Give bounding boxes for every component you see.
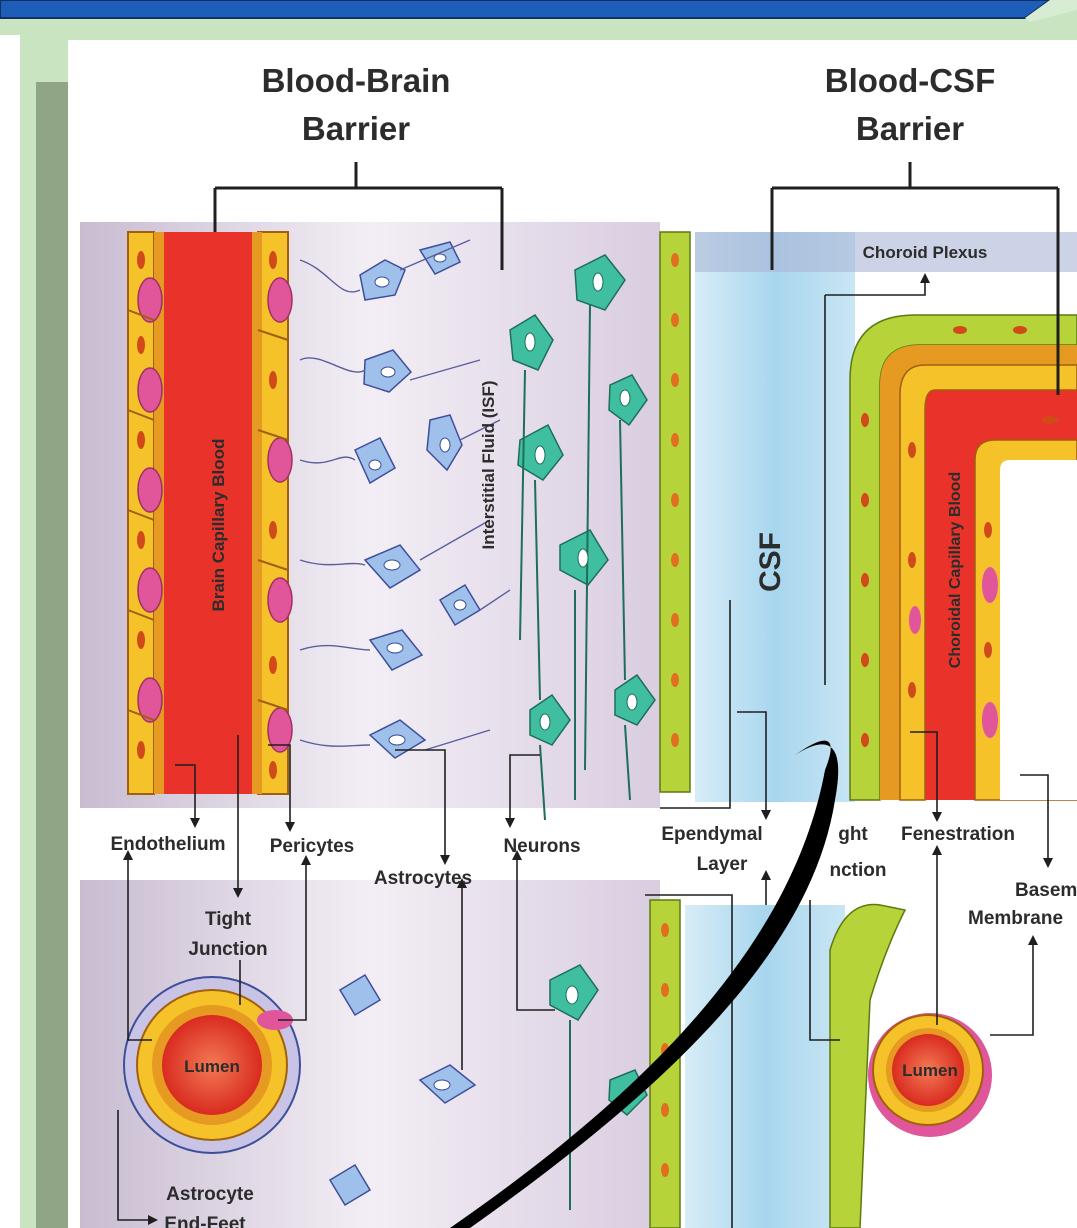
ependymal-label-line2: Layer [697,854,748,875]
brain-capillary-blood-label: Brain Capillary Blood [209,439,228,612]
brain-capillary-blood [150,232,266,794]
astrocyte-end-feet-line2: End-Feet [164,1214,246,1228]
csf-band [695,232,855,802]
bcsf-title-line2: Barrier [856,110,964,147]
endothelium-label: Endothelium [110,834,225,855]
tight-junction-left-line2: Junction [188,939,267,960]
tight-junction-right-line2: nction [830,860,887,881]
bcsf-title-line1: Blood-CSF [825,62,995,99]
tight-junction-right-line1: ght [838,824,868,845]
astrocyte-end-feet-line1: Astrocyte [166,1184,254,1205]
lumen-left-label: Lumen [184,1057,240,1076]
pericytes-label: Pericytes [270,836,355,857]
basement-membrane-line1: Basement [1015,880,1077,901]
title-bar [0,0,1050,18]
choroid-plexus-label: Choroid Plexus [863,243,988,262]
bbb-title-line1: Blood-Brain [262,62,451,99]
astrocytes-label: Astrocytes [374,868,472,889]
bbb-title-line2: Barrier [302,110,410,147]
isf-label: Interstitial Fluid (ISF) [479,380,498,549]
csf-label: CSF [754,532,787,592]
ependymal-layer-upper [660,232,690,792]
tight-junction-left-line1: Tight [205,909,252,930]
choroidal-capillary-blood-label: Choroidal Capillary Blood [947,472,964,668]
fenestration-label: Fenestration [901,824,1015,845]
ependymal-label-line1: Ependymal [661,824,762,845]
left-sidebar-strip [0,35,20,1228]
basement-membrane-line2: Membrane [968,908,1063,929]
neurons-label: Neurons [503,836,580,857]
lumen-right-label: Lumen [902,1061,958,1080]
